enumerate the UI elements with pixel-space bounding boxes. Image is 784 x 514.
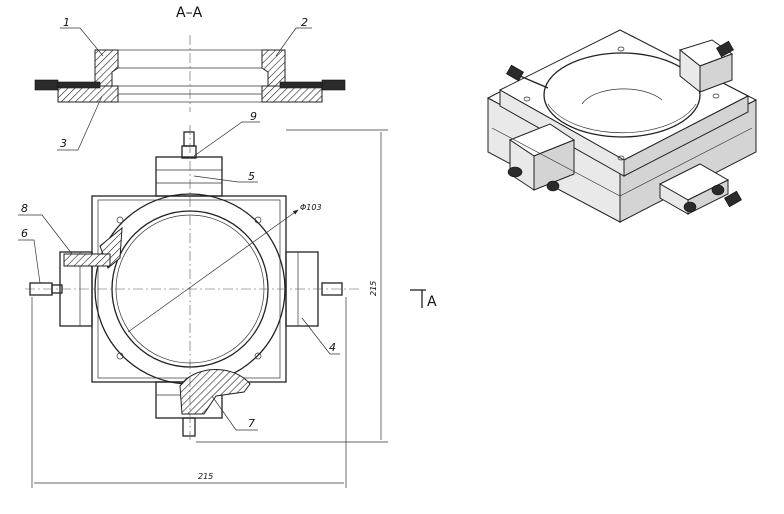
width-dimension: 215 xyxy=(198,472,213,481)
part-label-4: 4 xyxy=(329,341,336,354)
section-view: A–A 1 2 3 xyxy=(34,5,346,151)
part-label-5: 5 xyxy=(248,170,255,183)
plan-view: Φ103 215 215 9 5 8 6 4 7 xyxy=(18,110,388,488)
part-label-7: 7 xyxy=(248,417,255,430)
part-label-3: 3 xyxy=(60,137,67,150)
part-label-1: 1 xyxy=(63,16,70,29)
part-label-8: 8 xyxy=(21,202,28,215)
part-label-9: 9 xyxy=(250,110,257,123)
part-label-6: 6 xyxy=(21,227,28,240)
section-mark-label: A xyxy=(427,294,437,310)
isometric-view xyxy=(486,29,758,223)
part-label-2: 2 xyxy=(301,16,308,29)
section-mark: A xyxy=(410,289,437,310)
diameter-dimension: Φ103 xyxy=(300,203,322,212)
height-dimension: 215 xyxy=(369,281,378,296)
section-title: A–A xyxy=(176,5,203,21)
